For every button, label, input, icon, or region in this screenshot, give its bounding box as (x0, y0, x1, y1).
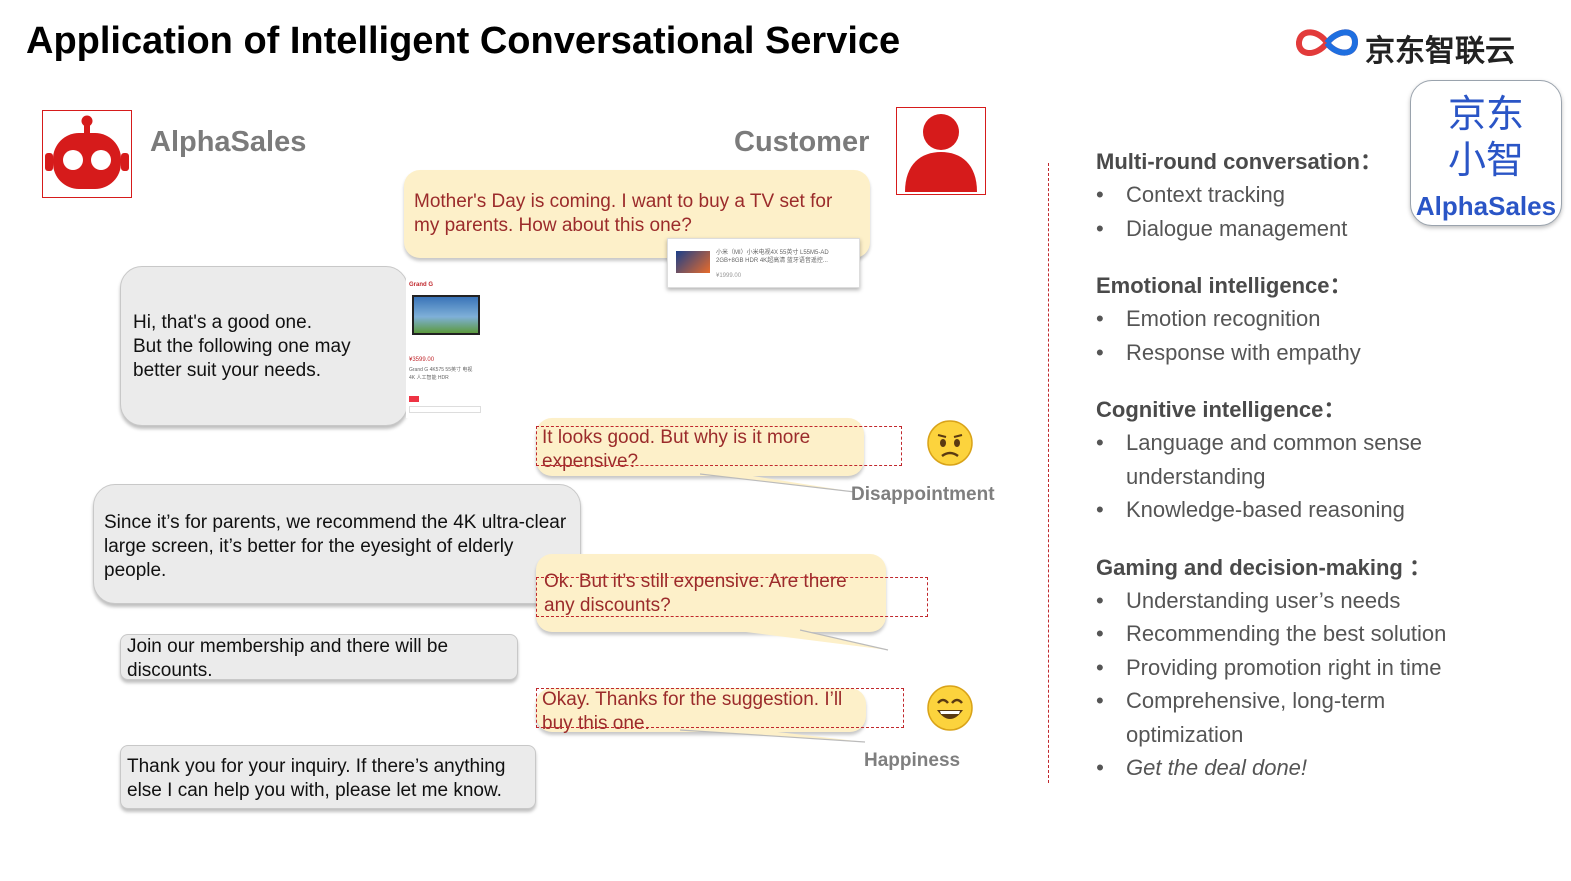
bubble-tail-1 (700, 473, 856, 493)
bot-message-1-line1: Hi, that's a good one. (133, 312, 312, 333)
product-card-2-price: ¥3599.00 (409, 357, 435, 363)
customer-message-3-text: Ok. But it’s still expensive. Are there … (544, 571, 847, 616)
customer-avatar (896, 107, 986, 195)
customer-message-1-text: Mother's Day is coming. I want to buy a … (414, 191, 833, 236)
emotion-label-disappointment: Disappointment (851, 484, 995, 505)
bubble-tail-2 (730, 629, 889, 651)
feature-item: Context tracking (1096, 178, 1536, 212)
bot-message-1-line3: better suit your needs. (133, 360, 321, 381)
bot-message-4: Thank you for your inquiry. If there’s a… (120, 745, 536, 809)
person-icon (905, 114, 977, 192)
feature-item: Understanding user’s needs (1096, 584, 1456, 618)
feature-heading: Multi-round conversation： (1096, 149, 1383, 174)
product-card-grand-g[interactable]: Grand G ¥3599.00 Grand G 4K575 55英寸 电视 4… (406, 278, 484, 418)
product-card-mi-tv[interactable]: 小米（MI）小米电视4X 55英寸 L55M5-AD 2GB+8GB HDR 4… (667, 238, 860, 288)
bot-message-4-text: Thank you for your inquiry. If there’s a… (127, 756, 506, 801)
customer-message-2: It looks good. But why is it more expens… (536, 418, 864, 476)
bot-message-1-line2: But the following one may (133, 336, 351, 357)
feature-item: Language and common sense understanding (1096, 426, 1426, 493)
feature-list: Multi-round conversation： Context tracki… (1096, 145, 1536, 809)
badge-cn-line2: 小智 (1447, 138, 1524, 182)
bot-message-3: Join our membership and there will be di… (120, 634, 518, 681)
buy-tag[interactable] (409, 396, 419, 402)
feature-group-multi-round: Multi-round conversation： Context tracki… (1096, 145, 1536, 245)
page-title: Application of Intelligent Conversationa… (26, 20, 901, 62)
product-thumbnail (676, 251, 710, 273)
customer-name-label: Customer (734, 126, 870, 158)
sad-face-icon (927, 420, 973, 466)
feature-heading: Emotional intelligence： (1096, 273, 1352, 298)
feature-item: Recommending the best solution (1096, 617, 1456, 651)
bubble-tail-3 (680, 729, 866, 743)
product-card-2-sub: 4K 人工智能 HDR (409, 375, 449, 381)
bot-message-2-text: Since it’s for parents, we recommend the… (104, 512, 567, 581)
robot-icon (45, 115, 129, 189)
emotion-highlight-1 (536, 426, 902, 466)
feature-heading: Gaming and decision-making ： (1096, 554, 1431, 580)
section-divider (1048, 163, 1049, 783)
tv-image (412, 295, 480, 335)
badge-chinese-name: 京东 小智 (1411, 91, 1561, 183)
feature-heading: Cognitive intelligence： (1096, 397, 1346, 422)
customer-message-4-text: Okay. Thanks for the suggestion. I’ll bu… (542, 689, 843, 734)
feature-item: Comprehensive, long-term optimization (1096, 684, 1416, 751)
feature-group-gaming: Gaming and decision-making ： Understandi… (1096, 551, 1536, 785)
emotion-label-happiness: Happiness (864, 750, 961, 771)
bot-name-label: AlphaSales (150, 126, 307, 158)
emotion-highlight-2 (536, 577, 928, 617)
feature-item: Emotion recognition (1096, 302, 1536, 336)
emotion-highlight-3 (536, 688, 904, 728)
feature-item: Knowledge-based reasoning (1096, 493, 1426, 527)
feature-item: Providing promotion right in time (1096, 651, 1456, 685)
product-card-2-brand: Grand G (409, 282, 434, 288)
badge-english-name: AlphaSales (1415, 191, 1557, 221)
feature-group-emotional: Emotional intelligence： Emotion recognit… (1096, 269, 1536, 369)
customer-message-2-text: It looks good. But why is it more expens… (542, 427, 811, 472)
product-card-1-price: ¥1999.00 (716, 273, 742, 279)
bot-message-1: Hi, that's a good one. But the following… (120, 266, 408, 426)
badge-cn-line1: 京东 (1447, 92, 1524, 136)
customer-message-4: Okay. Thanks for the suggestion. I’ll bu… (536, 688, 866, 734)
feature-group-cognitive: Cognitive intelligence： Language and com… (1096, 393, 1536, 527)
product-actions-bar (409, 406, 481, 413)
feature-item: Response with empathy (1096, 336, 1536, 370)
brand-logo: 京东智联云 (1293, 20, 1543, 68)
robot-avatar (42, 110, 132, 198)
feature-item: Dialogue management (1096, 212, 1536, 246)
feature-item-emphasis: Get the deal done! (1096, 751, 1456, 785)
customer-message-3: Ok. But it’s still expensive. Are there … (536, 554, 886, 632)
alphasales-badge: 京东 小智 AlphaSales (1410, 80, 1562, 226)
bot-message-3-text: Join our membership and there will be di… (127, 636, 449, 681)
product-card-1-line2: 2GB+8GB HDR 4K超高清 蓝牙语音遥控... (716, 258, 828, 264)
product-card-1-line1: 小米（MI）小米电视4X 55英寸 L55M5-AD (716, 250, 829, 256)
product-card-2-desc: Grand G 4K575 55英寸 电视 (409, 367, 473, 373)
happy-face-icon (927, 685, 973, 731)
brand-logo-text: 京东智联云 (1365, 35, 1515, 68)
infinity-logo-icon (1296, 29, 1359, 56)
bot-message-2: Since it’s for parents, we recommend the… (93, 484, 581, 604)
